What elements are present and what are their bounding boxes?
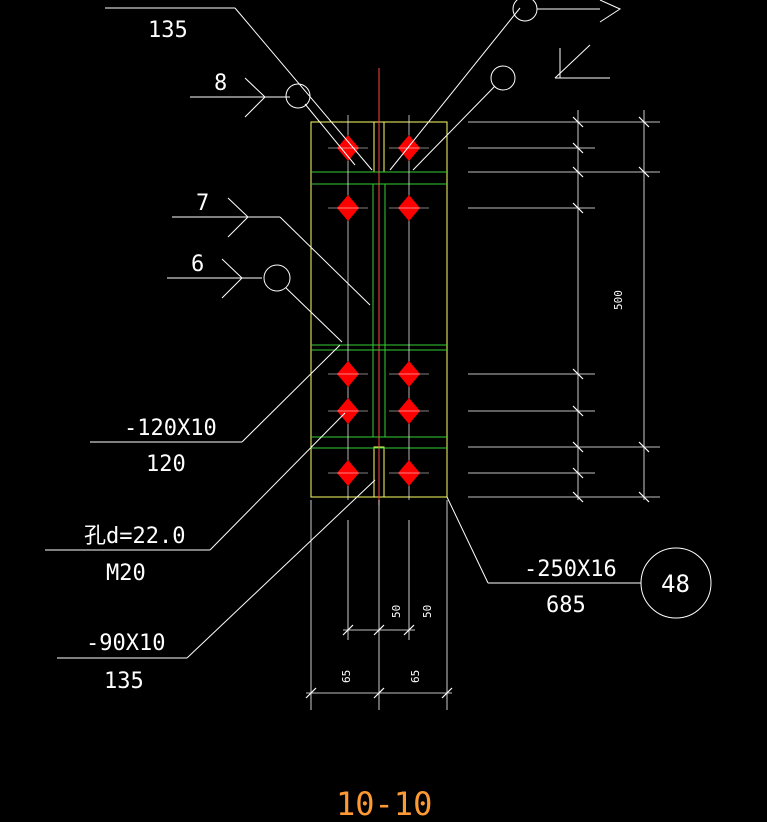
mark-8-label: 8 (214, 71, 227, 96)
plate-250-len: 685 (546, 593, 586, 618)
stiffeners (311, 171, 447, 449)
plate-90-spec: -90X10 (86, 631, 165, 656)
detail-number: 48 (661, 570, 690, 598)
bolt-spec: M20 (106, 561, 146, 586)
drawing-title: 10-10 (336, 785, 432, 822)
right-leader (446, 496, 712, 619)
dim-bottom-outer-left: 65 (340, 670, 353, 683)
mark-6-label: 6 (191, 252, 204, 277)
bottom-dimensions (305, 500, 453, 710)
plate-250-spec: -250X16 (524, 557, 617, 582)
detail-circle (640, 547, 712, 619)
dim-bottom-outer-right: 65 (409, 670, 422, 683)
left-leaders (45, 344, 376, 659)
dim-bottom-inner-left: 50 (390, 605, 403, 618)
dim-bottom-inner-right: 50 (421, 605, 434, 618)
plate-120-len: 120 (146, 452, 186, 477)
dim-right-overall: 500 (612, 290, 625, 310)
plate-120-spec: -120X10 (124, 416, 217, 441)
hole-spec: 孔d=22.0 (84, 524, 185, 549)
bolt-centerlines (347, 115, 410, 500)
plate-90-len: 135 (104, 669, 144, 694)
top-cut-value: 135 (148, 18, 188, 43)
top-leaders (105, 0, 622, 343)
bolt-crosshairs (328, 147, 429, 474)
mark-7-label: 7 (196, 191, 209, 216)
right-dimensions (468, 110, 660, 503)
